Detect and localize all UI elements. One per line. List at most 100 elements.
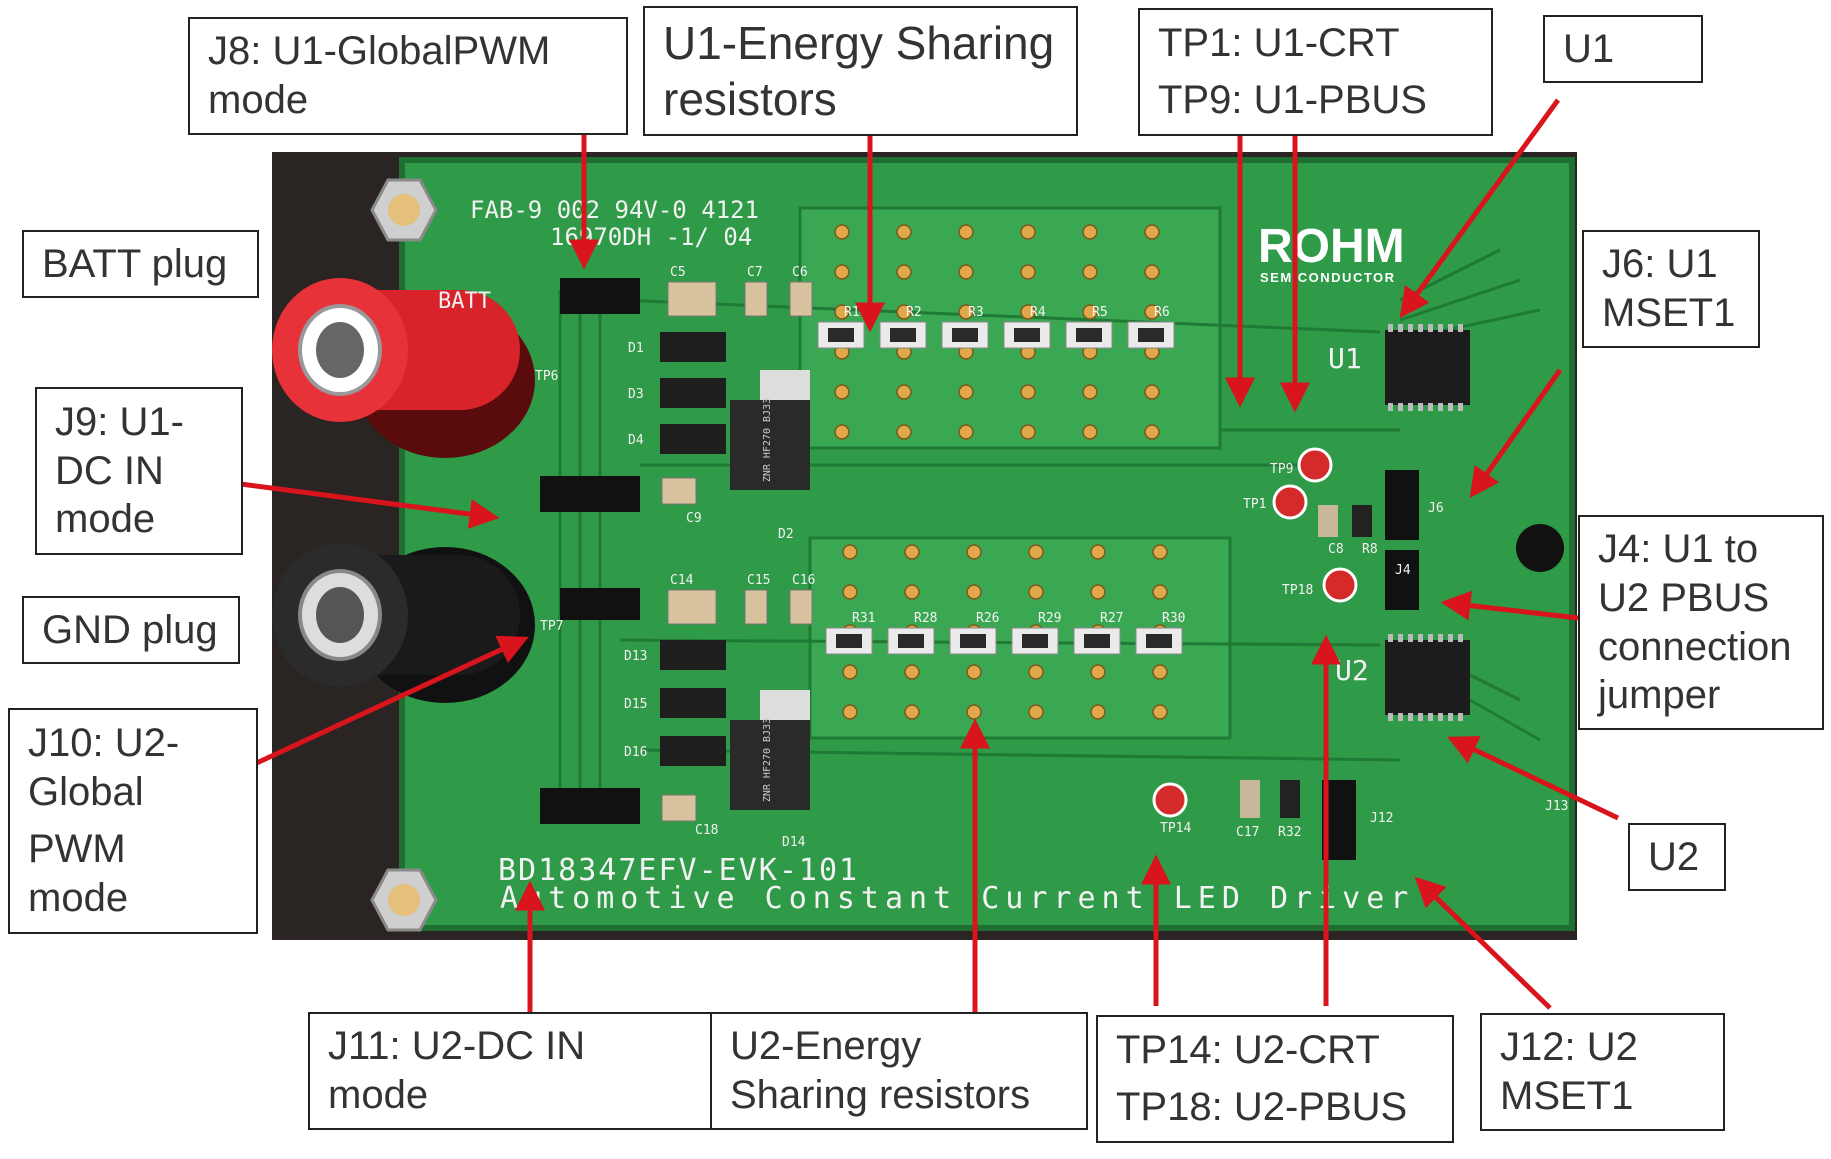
c8-part (1318, 505, 1338, 537)
callout-u2: U2 (1628, 823, 1726, 891)
via (1090, 664, 1106, 680)
board-description: Automotive Constant Current LED Driver (500, 881, 1414, 916)
mounting-hole (1516, 524, 1564, 572)
via (1028, 584, 1044, 600)
callout-u1-energy-line1: U1-Energy Sharing (663, 16, 1055, 69)
capacitor (667, 281, 717, 317)
d14-tab (760, 690, 810, 720)
via (958, 424, 974, 440)
resistor-body (828, 328, 854, 342)
callout-tp14-line: TP14: U2-CRT (1116, 1028, 1380, 1073)
callout-arrow-8 (1440, 590, 1579, 621)
via (1152, 664, 1168, 680)
j8-jumper (560, 278, 640, 314)
via (834, 304, 850, 320)
via (896, 224, 912, 240)
callout-j8-line1: J8: U1-GlobalPWM (208, 29, 551, 74)
r32-part (1280, 780, 1300, 818)
fab-marking-line1: FAB-9 002 94V-0 4121 (470, 196, 759, 224)
callout-j10: J10: U2- Global PWM mode (8, 708, 258, 934)
j11-jumper (540, 788, 640, 824)
via (1144, 264, 1160, 280)
ic-pin (1428, 324, 1433, 332)
via (958, 384, 974, 400)
diode (660, 688, 726, 718)
via (904, 664, 920, 680)
via (904, 584, 920, 600)
callout-tp14-tp18: TP14: U2-CRT TP18: U2-PBUS (1096, 1015, 1454, 1143)
regulator-marking: ZNR HF270 BJ33 (762, 398, 773, 482)
c8-silkscreen: C8 (1328, 542, 1344, 557)
callout-j10-line1: J10: U2- (28, 721, 180, 766)
d2-silkscreen: D2 (778, 527, 794, 542)
ic-pin (1448, 634, 1453, 642)
diode (660, 378, 726, 408)
callout-j10-line3: PWM (28, 827, 126, 871)
via (1028, 704, 1044, 720)
ic-pin (1448, 403, 1453, 411)
callout-arrow-9 (233, 635, 529, 776)
diode-label: D3 (628, 387, 644, 402)
ic-pin (1398, 634, 1403, 642)
ic-pin (1388, 634, 1393, 642)
via (842, 584, 858, 600)
callout-j12: J12: U2 MSET1 (1480, 1013, 1725, 1131)
callout-j4-line4: jumper (1598, 673, 1721, 718)
resistor-label: R31 (852, 611, 875, 626)
resistor-label: R30 (1162, 611, 1185, 626)
callout-batt-plug: BATT plug (22, 230, 259, 298)
resistor-body (960, 634, 986, 648)
via (1020, 264, 1036, 280)
callout-j4-line2: U2 PBUS (1598, 575, 1770, 620)
ic-pin (1398, 324, 1403, 332)
resistor-label: R1 (844, 305, 860, 320)
j4-header (1385, 550, 1419, 610)
ic-pin (1448, 713, 1453, 721)
diode (660, 640, 726, 670)
tp18-testpoint (1322, 567, 1358, 603)
ic-pin (1408, 713, 1413, 721)
capacitor (789, 281, 813, 317)
callout-u1-energy-sharing: U1-Energy Sharing resistors (643, 6, 1078, 136)
capacitor (744, 281, 768, 317)
c17-part (1240, 780, 1260, 818)
via (1028, 664, 1044, 680)
via (834, 384, 850, 400)
pcb-edge-shadow (399, 157, 1575, 931)
via (896, 424, 912, 440)
d14-silkscreen: D14 (782, 835, 806, 850)
ic-pin (1458, 634, 1463, 642)
resistor-label: R28 (914, 611, 937, 626)
batt-silkscreen: BATT (438, 289, 491, 314)
j9-jumper (540, 476, 640, 512)
via (958, 304, 974, 320)
callout-j12-line1: J12: U2 (1500, 1025, 1638, 1070)
via (966, 664, 982, 680)
callout-j12-line2: MSET1 (1500, 1074, 1634, 1118)
tp18-silkscreen: TP18 (1282, 583, 1313, 598)
via (958, 264, 974, 280)
resistor-body (1022, 634, 1048, 648)
ic-pin (1458, 713, 1463, 721)
via (958, 224, 974, 240)
callout-u2-energy-sharing: U2-Energy Sharing resistors (710, 1012, 1088, 1130)
capacitor-label: C16 (792, 573, 815, 588)
capacitor-label: C5 (670, 265, 686, 280)
via (1144, 424, 1160, 440)
via (1028, 544, 1044, 560)
callout-j11-line2: mode (328, 1073, 429, 1117)
resistor-body (1138, 328, 1164, 342)
d2-chip (730, 400, 810, 490)
callout-j10-line4: mode (28, 875, 129, 920)
callout-j9-line2: DC IN (55, 448, 164, 493)
mounting-screw-top (370, 178, 438, 242)
resistor-body (1084, 634, 1110, 648)
tp1-testpoint (1272, 484, 1308, 520)
ic-pin (1438, 713, 1443, 721)
capacitor-c18 (661, 794, 697, 822)
via (1144, 384, 1160, 400)
ic-pin (1398, 403, 1403, 411)
ic-pin (1418, 403, 1423, 411)
